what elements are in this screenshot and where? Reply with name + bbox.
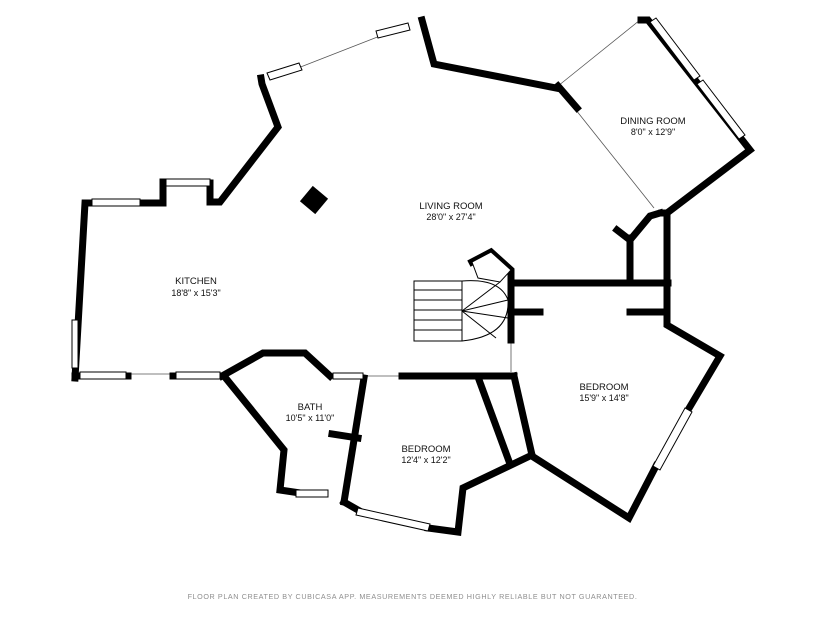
kitchen-name: KITCHEN	[175, 276, 217, 287]
living-northeast-wall	[417, 15, 561, 93]
dining-room-dims: 8'0" x 12'9"	[631, 127, 675, 137]
window-bath-south	[295, 489, 329, 498]
window-kitchen-west	[71, 319, 79, 369]
bedroom2-closet-wall	[473, 372, 515, 469]
bath-closet-wall	[328, 430, 362, 442]
bath-name: BATH	[298, 402, 323, 413]
living-room-dims: 28'0" x 27'4"	[426, 212, 475, 222]
bedroom1-west-wall	[509, 371, 537, 460]
bath-west-wall	[219, 371, 304, 497]
window-kitchen-north	[91, 198, 141, 207]
bath-dims: 10'5" x 11'0"	[286, 413, 335, 423]
fireplace	[299, 185, 329, 215]
stair-upper-flight	[471, 251, 512, 283]
dining-south-wall	[612, 208, 665, 245]
window-kitchen-bay	[165, 178, 211, 187]
stair-spiral	[461, 280, 509, 342]
bedroom2-name: BEDROOM	[401, 444, 450, 455]
window-kitchen-south-2	[175, 371, 221, 380]
window-living-north-2	[375, 22, 411, 39]
window-dining-east-2	[696, 79, 746, 140]
living-room-name: LIVING ROOM	[419, 201, 482, 212]
bath-north-wall	[217, 349, 335, 381]
window-hall	[332, 372, 364, 380]
footer-disclaimer: FLOOR PLAN CREATED BY CUBICASA APP. MEAS…	[187, 592, 638, 601]
window-living-north	[266, 62, 303, 81]
kitchen-north-wall	[71, 178, 167, 382]
bedroom1-name: BEDROOM	[579, 382, 628, 393]
window-bedroom2-south	[355, 507, 431, 532]
staircase	[413, 251, 512, 342]
dining-room-name: DINING ROOM	[620, 116, 686, 127]
dining-divider-wall	[553, 81, 582, 113]
window-kitchen-south	[79, 371, 127, 380]
living-north-wall	[206, 73, 282, 206]
bedroom1-east-wall	[663, 209, 725, 415]
room-labels: LIVING ROOM 28'0" x 27'4" DINING ROOM 8'…	[171, 116, 685, 465]
stair-landing	[413, 280, 463, 342]
kitchen-dims: 18'8" x 15'3"	[171, 288, 220, 298]
windows	[71, 17, 746, 532]
bedroom2-southeast-wall	[424, 450, 537, 536]
bedroom2-dims: 12'4" x 12'2"	[401, 455, 450, 465]
bedroom1-south-wall	[530, 453, 661, 524]
bedroom2-south-wall	[339, 497, 363, 515]
window-dining-east	[649, 17, 701, 81]
bedroom1-dims: 15'9" x 14'8"	[579, 393, 628, 403]
window-bedroom1-east	[652, 407, 693, 471]
